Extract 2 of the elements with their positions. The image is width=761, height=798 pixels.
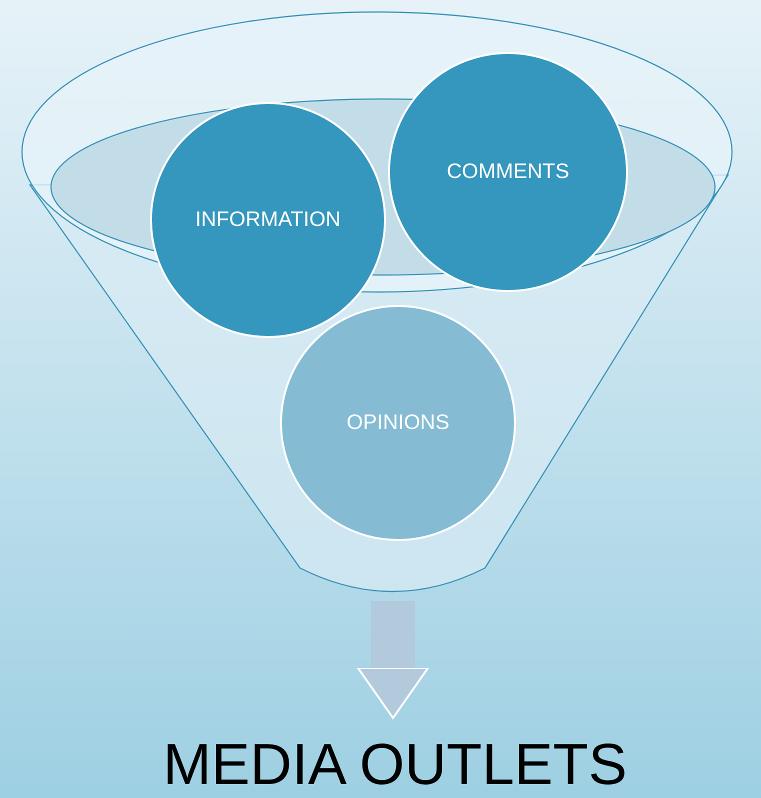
heading-text: MEDIA OUTLETS (130, 718, 660, 798)
down-arrow (357, 601, 429, 719)
